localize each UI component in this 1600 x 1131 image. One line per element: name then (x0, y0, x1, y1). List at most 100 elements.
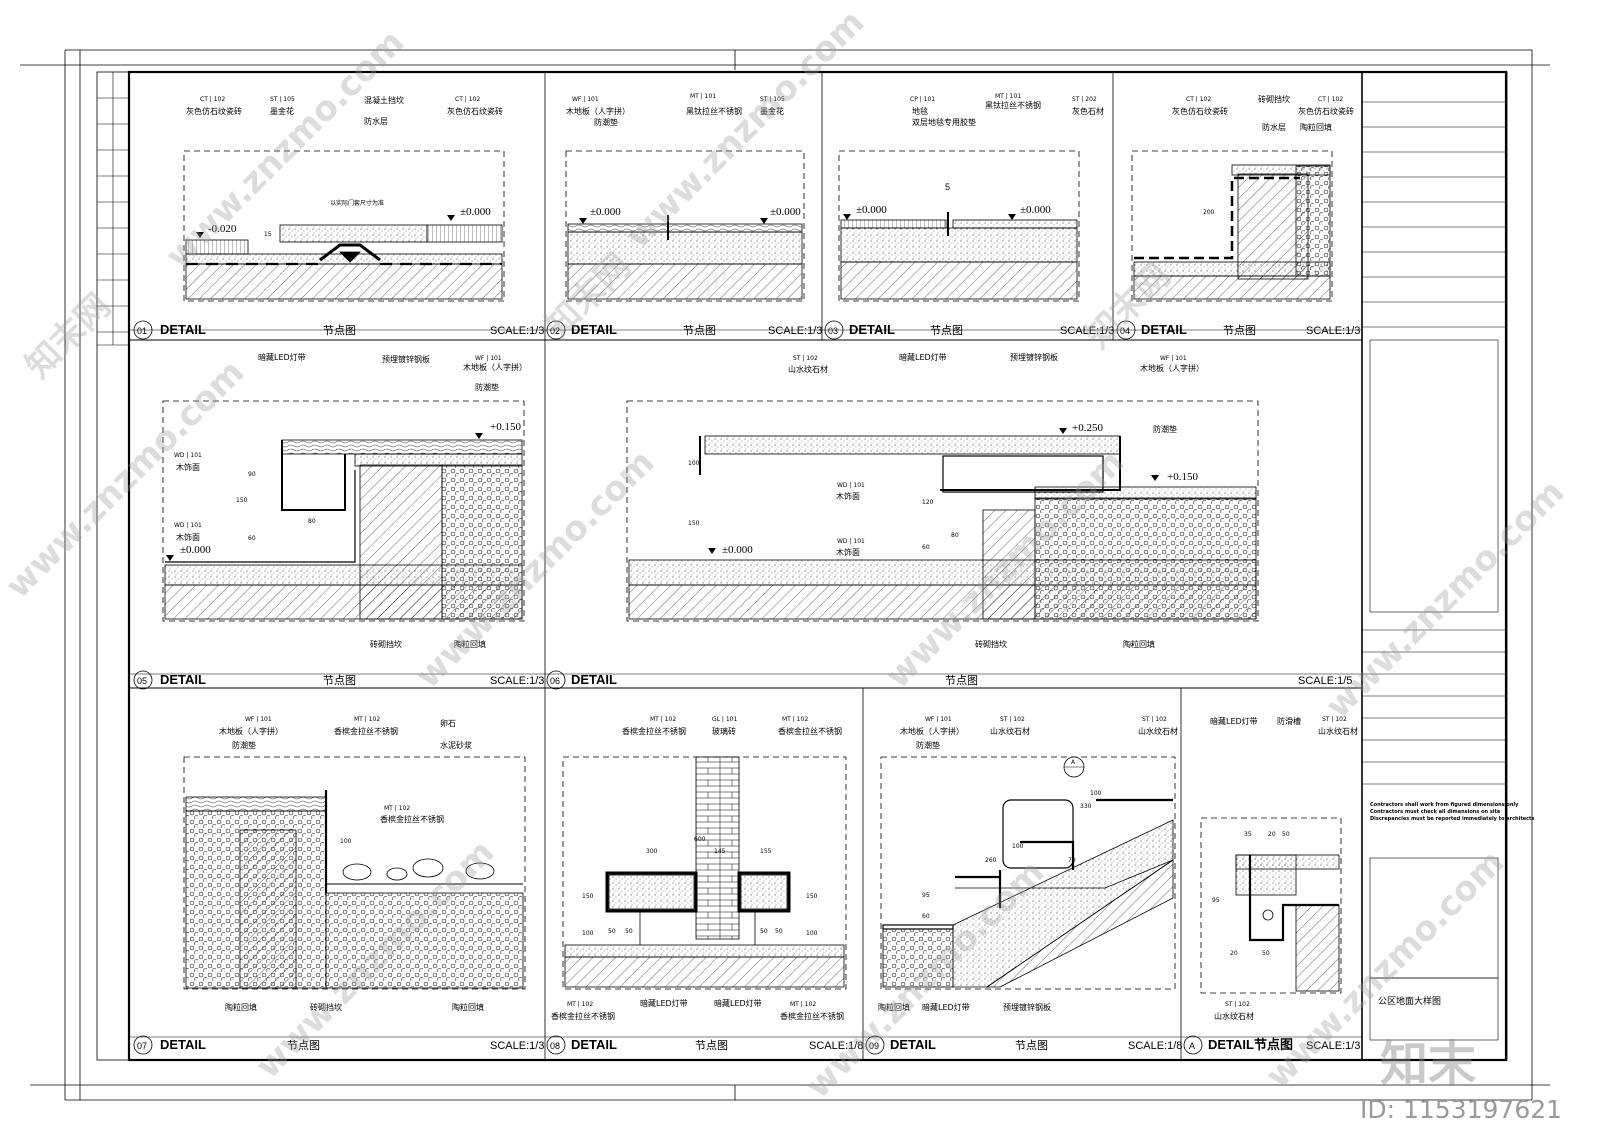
callout-text: 防潮垫 (594, 117, 618, 127)
callout-tag: CP | 101 (910, 96, 935, 103)
callout-text: 香槟金拉丝不锈钢 (551, 1011, 615, 1021)
level-05-b: ±0.000 (180, 544, 211, 556)
dim-text: 50 (1262, 950, 1270, 957)
panel-01-number: 01 (137, 326, 147, 336)
callout-text: 木饰面 (176, 462, 200, 472)
panel-titles: 01 DETAIL 节点图 SCALE:1/3 02 DETAIL 节点图 SC… (133, 320, 1360, 1055)
panel-06-detail: DETAIL (571, 672, 617, 687)
callout-text: 黑钛拉丝不锈钢 (686, 106, 742, 116)
watermark-brand: 知末网 (18, 286, 118, 386)
callout-tag: WD | 101 (174, 522, 202, 529)
callout-text: 防滑槽 (1277, 716, 1301, 726)
callout-text: 暗藏LED灯带 (1210, 716, 1258, 726)
dim-text: 155 (760, 848, 772, 855)
callout-text: 预埋镀锌钢板 (1003, 1002, 1051, 1012)
callout-text: 暗藏LED灯带 (640, 998, 688, 1008)
detail-A-drawing (1235, 854, 1340, 992)
level-01-a: -0.020 (208, 223, 237, 235)
callout-text: 黑钛拉丝不锈钢 (985, 100, 1041, 110)
callout-text: 混凝土挡坎 (364, 95, 404, 105)
callout-text: 香槟金拉丝不锈钢 (334, 726, 398, 736)
panel-06-scale: SCALE:1/5 (1298, 675, 1352, 687)
panel-09-name: 节点图 (1015, 1039, 1048, 1052)
dim-text: 150 (806, 893, 818, 900)
detail-03-drawing (840, 212, 1078, 300)
level-03-a: ±0.000 (856, 204, 887, 216)
callout-text: 香槟金拉丝不锈钢 (622, 726, 686, 736)
callout-tag: WD | 101 (837, 538, 865, 545)
title-block: Contractors shall work from figured dime… (1370, 802, 1534, 1007)
callout-text: 山水纹石材 (1318, 726, 1358, 736)
dim-text: 200 (1203, 209, 1215, 216)
dim-text: 100 (1012, 843, 1024, 850)
callout-text: 砖砌挡坎 (1258, 94, 1290, 104)
callout-text: 砖砌挡坎 (370, 639, 402, 649)
detail-01-drawing (185, 224, 503, 300)
section-marker-a: A (1063, 756, 1085, 778)
level-06-a: +0.250 (1072, 422, 1103, 434)
callouts: CT | 102 灰色仿石纹瓷砖 ST | 105 墨金花 混凝土挡坎 防水层 … (174, 93, 1358, 1021)
panel-02-scale: SCALE:1/3 (768, 325, 822, 337)
callout-text: 暗藏LED灯带 (258, 352, 306, 362)
callout-text: 防潮垫 (916, 740, 940, 750)
panel-09-number: 09 (869, 1041, 879, 1051)
callout-tag: ST | 102 (1000, 716, 1025, 723)
panel-01-name: 节点图 (323, 324, 356, 337)
dim-text: 95 (1212, 897, 1220, 904)
callout-text: 防潮垫 (232, 740, 256, 750)
callout-text: 木饰面 (836, 491, 860, 501)
callout-tag: CT | 102 (455, 96, 480, 103)
callout-tag: ST | 105 (270, 96, 295, 103)
callout-text: 陶粒回填 (225, 1002, 257, 1012)
callout-tag: MT | 102 (567, 1001, 593, 1008)
callout-text: 香槟金拉丝不锈钢 (380, 814, 444, 824)
callout-tag: MT | 102 (782, 716, 808, 723)
callout-text: 山水纹石材 (1214, 1011, 1254, 1021)
callout-text: 砖砌挡坎 (975, 639, 1007, 649)
callout-text: 木饰面 (176, 532, 200, 542)
callout-text: 灰色仿石纹瓷砖 (447, 106, 503, 116)
callout-text: 防水层 (1262, 122, 1286, 132)
level-02-a: ±0.000 (590, 206, 621, 218)
dim-text: 以实际门套尺寸为准 (330, 199, 384, 207)
panel-04-number: 04 (1120, 326, 1130, 336)
level-05-a: +0.150 (490, 421, 521, 433)
callout-text: 香槟金拉丝不锈钢 (778, 726, 842, 736)
panel-01-scale: SCALE:1/3 (490, 325, 544, 337)
watermark-site: www.znzmo.com (1318, 472, 1572, 726)
panel-07-name: 节点图 (287, 1039, 320, 1052)
panel-08-number: 08 (550, 1041, 560, 1051)
panel-05-detail: DETAIL (160, 672, 206, 687)
panel-07-detail: DETAIL (160, 1037, 206, 1052)
callout-text: 陶粒回填 (1300, 122, 1332, 132)
panel-06-name: 节点图 (945, 674, 978, 687)
callout-tag: MT | 102 (354, 716, 380, 723)
level-06-c: ±0.000 (722, 544, 753, 556)
panel-02-detail: DETAIL (571, 322, 617, 337)
dim-text: 50 (1282, 831, 1290, 838)
panel-05-scale: SCALE:1/3 (490, 675, 544, 687)
callout-text: 地毯 (912, 106, 928, 116)
panel-08-name: 节点图 (695, 1039, 728, 1052)
callout-tag: WD | 101 (837, 482, 865, 489)
callout-text: 灰色仿石纹瓷砖 (186, 106, 242, 116)
dim-text: 50 (625, 928, 633, 935)
detail-09-drawing (882, 798, 1174, 988)
callout-text: 防潮垫 (475, 382, 499, 392)
level-02-b: ±0.000 (770, 206, 801, 218)
dim-text: 50 (775, 928, 783, 935)
dim-text: 35 (1244, 831, 1252, 838)
callout-text: 灰色仿石纹瓷砖 (1172, 106, 1228, 116)
detail-04-drawing (1133, 164, 1331, 300)
callout-tag: WD | 101 (174, 452, 202, 459)
dim-text: 100 (688, 460, 700, 467)
callout-tag: MT | 102 (650, 716, 676, 723)
dim-text: 150 (688, 520, 700, 527)
callout-text: 木地板（人字拼） (1140, 363, 1204, 373)
callout-text: 墨金花 (760, 106, 784, 116)
dim-text: 20 (1268, 831, 1276, 838)
callout-tag: CT | 102 (1318, 96, 1343, 103)
callout-tag: WF | 101 (572, 96, 599, 103)
callout-text: 木地板（人字拼） (900, 726, 964, 736)
callout-text: 香槟金拉丝不锈钢 (780, 1011, 844, 1021)
